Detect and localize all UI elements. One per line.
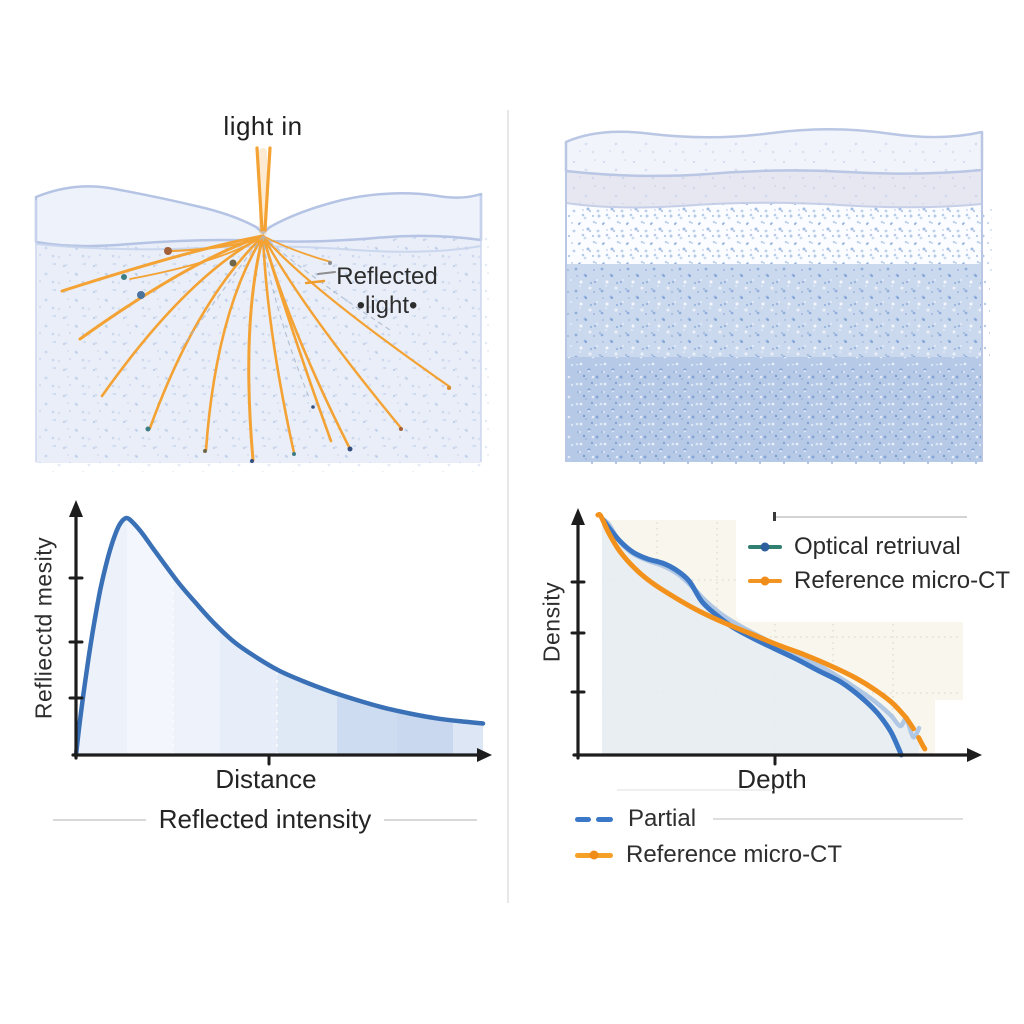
caption-line-left: [52, 818, 146, 821]
legend-label: Optical retriuval: [794, 533, 961, 560]
reflected-light-line2: •light•: [356, 292, 418, 319]
bottom-legend-top-line: [617, 789, 773, 791]
impurity-dots: [121, 247, 451, 463]
left-xaxis-arrow: [477, 748, 492, 762]
right-xaxis-arrow: [967, 748, 982, 762]
left-yaxis-arrow: [69, 500, 83, 517]
caption-line-right: [384, 818, 478, 821]
optical-legend-marker-icon: [748, 542, 782, 552]
reference-line-marker-icon: [575, 850, 613, 860]
reflected-intensity-curve: [73, 515, 486, 758]
reflected-light-label: Reflected •light•: [336, 262, 437, 320]
right-yaxis-arrow: [571, 508, 585, 525]
legend-top-line: [775, 516, 967, 518]
left-chart-ylabel: Refliecctd mesity: [30, 536, 57, 720]
legend-item-reference: Reference micro-CT: [748, 564, 1020, 598]
faint-rays: [179, 235, 391, 401]
left-chart: [68, 500, 492, 766]
bottom-legend-rule: [713, 818, 964, 820]
partial-line-marker-icon: [575, 816, 615, 822]
reflected-label-dashes: [304, 271, 336, 285]
bottom-legend-label: Partial: [628, 805, 697, 832]
right-chart-legend: Optical retriuval Reference micro-CT: [736, 510, 1020, 622]
bottom-legend-item-reference: Reference micro-CT: [575, 841, 843, 868]
bottom-legend-label: Reference micro-CT: [626, 841, 843, 868]
reflected-light-line1: Reflected: [336, 263, 438, 290]
light-beam: [255, 146, 272, 236]
legend-item-optical: Optical retriuval: [748, 530, 1020, 564]
reference-legend-marker-icon: [748, 576, 782, 586]
right-chart-axes: [570, 520, 971, 766]
left-chart-caption: Reflected intensity: [52, 804, 478, 835]
light-in-label: light in: [223, 111, 303, 141]
left-chart-axes: [68, 512, 481, 766]
right-chart-ylabel: Density: [538, 581, 565, 663]
reference-microct-curve-dashed: [903, 715, 931, 757]
left-chart-xlabel: Distance: [215, 764, 317, 794]
legend-top-tick: [773, 512, 776, 521]
right-snow-block: [564, 127, 992, 469]
legend-label: Reference micro-CT: [794, 567, 1011, 594]
scattered-rays: [60, 234, 452, 462]
caption-text: Reflected intensity: [158, 804, 372, 834]
panel-divider: [507, 110, 509, 903]
bottom-legend-item-partial: Partial: [575, 805, 964, 832]
reference-microct-curve: [595, 511, 909, 721]
snow-surface-crust: [34, 185, 483, 248]
